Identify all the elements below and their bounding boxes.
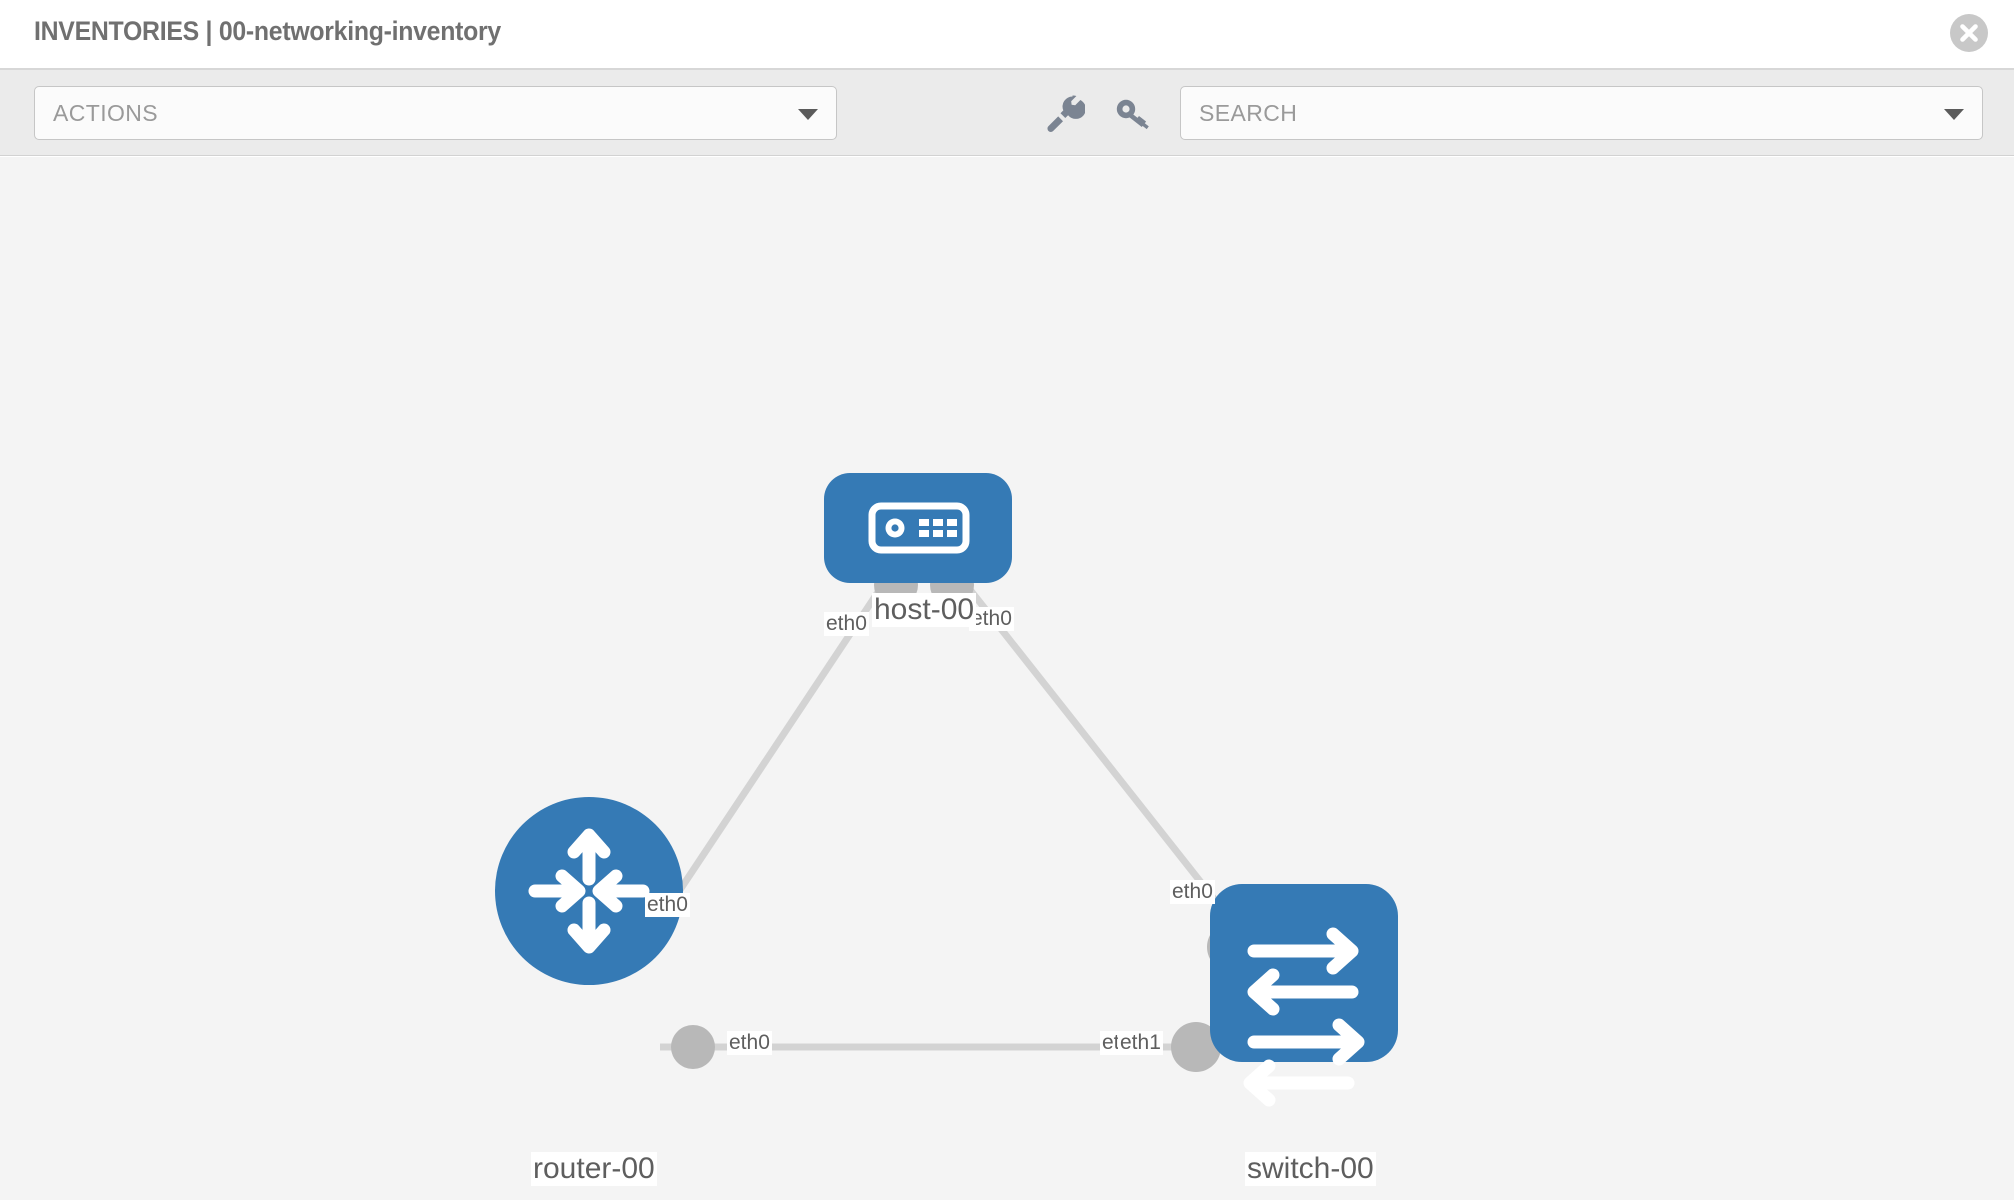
interface-label[interactable]: eth0 [1170, 880, 1215, 905]
switch-node-shape[interactable] [1210, 884, 1398, 1062]
connector-dot[interactable] [671, 1025, 715, 1069]
page-title: INVENTORIES | 00-networking-inventory [34, 16, 501, 46]
host-node-shape[interactable] [824, 473, 1012, 583]
topology-node-host-00[interactable] [824, 473, 1012, 583]
connector-dot[interactable] [1171, 1022, 1221, 1072]
router-icon [528, 828, 650, 954]
interface-label[interactable]: eth0 [969, 607, 1014, 632]
topology-graph [495, 473, 1398, 1107]
switch-icon [1243, 927, 1365, 1107]
node-label-host-00[interactable]: host-00 [872, 593, 977, 627]
actions-dropdown-label: ACTIONS [53, 100, 159, 126]
interface-label[interactable]: eth0 [824, 612, 869, 637]
wrench-icon[interactable] [1041, 90, 1086, 134]
key-icon[interactable] [1110, 90, 1154, 134]
actions-dropdown[interactable]: ACTIONS [34, 86, 837, 140]
interface-label[interactable]: eth1 [1118, 1031, 1163, 1056]
topology-connectors [671, 563, 1257, 1072]
topology-node-router-00[interactable] [495, 797, 683, 985]
interface-label[interactable]: eth0 [727, 1031, 772, 1056]
toolbar: ACTIONS SEARCH [0, 70, 2014, 156]
search-input[interactable]: SEARCH [1180, 86, 1983, 140]
node-label-router-00[interactable]: router-00 [531, 1152, 657, 1186]
topology-canvas[interactable]: eth0 eth0 eth0 eth0 eth0 eth0 eth1 host-… [0, 157, 2014, 1200]
router-node-shape[interactable] [495, 797, 683, 985]
interface-label[interactable]: eth0 [645, 893, 690, 918]
server-icon [868, 502, 970, 554]
close-icon[interactable] [1950, 14, 1988, 52]
chevron-down-icon [798, 109, 818, 120]
page-header: INVENTORIES | 00-networking-inventory [0, 0, 2014, 70]
search-placeholder: SEARCH [1199, 100, 1298, 126]
topology-node-switch-00[interactable] [1210, 884, 1398, 1107]
topology-edges [639, 574, 1255, 1051]
node-label-switch-00[interactable]: switch-00 [1245, 1152, 1376, 1186]
edge-host00-router00[interactable] [639, 575, 891, 949]
search-chevron-down-icon[interactable] [1944, 109, 1964, 120]
